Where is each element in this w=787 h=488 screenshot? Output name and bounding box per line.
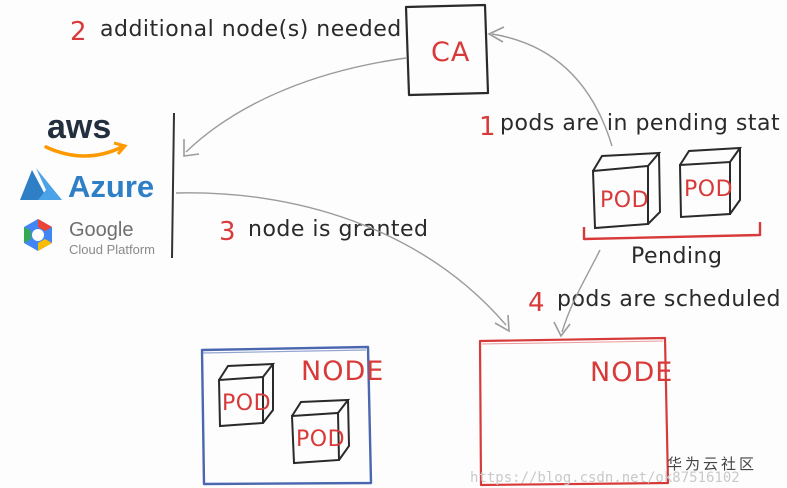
arrow-ca-to-cloud-head [183, 139, 200, 157]
existing-node-label: NODE [301, 356, 384, 387]
arrow-pending-to-node-head [553, 321, 571, 338]
pending-pod-1: POD [591, 151, 662, 230]
arrow-cloud-to-node-line [175, 192, 507, 326]
existing-node-pod-1-label: POD [222, 391, 271, 416]
arrow-pending-to-node [553, 249, 601, 338]
gcp-wordmark: Google [69, 219, 134, 241]
existing-node-outline [200, 345, 373, 486]
pending-pod-2-label: POD [684, 177, 733, 202]
arrow-pending-to-ca-head [487, 26, 505, 43]
aws-logo: aws [44, 108, 128, 158]
step-1-text: pods are in pending stat [500, 111, 780, 136]
new-node-outline [478, 336, 670, 487]
step-4-text: pods are scheduled [557, 287, 781, 312]
existing-node: NODE POD POD [200, 345, 384, 486]
step-1-number: 1 [479, 112, 496, 142]
ca-label: CA [431, 37, 470, 68]
arrow-pending-to-node-line [561, 249, 601, 333]
step-3-number: 3 [219, 217, 236, 247]
aws-smile-arrowhead [113, 141, 128, 155]
step-2-text: additional node(s) needed [100, 17, 402, 42]
new-node: NODE [478, 336, 673, 487]
arrow-cloud-to-node [175, 192, 510, 333]
azure-logo-icon [20, 168, 62, 200]
gcp-hexagon-icon [24, 219, 52, 251]
step-4-label: 4 pods are scheduled [528, 287, 781, 318]
step-2-label: 2 additional node(s) needed [70, 17, 402, 47]
arrow-ca-to-cloud [183, 57, 407, 157]
arrow-ca-to-cloud-line [185, 57, 407, 153]
step-3-text: node is granted [248, 217, 429, 242]
step-1-label: 1 pods are in pending stat [479, 111, 780, 142]
existing-node-pod-2: POD [290, 398, 351, 465]
arrow-pending-to-ca [487, 26, 613, 147]
gcp-logo: Google Cloud Platform [24, 219, 155, 257]
pending-bracket [582, 222, 762, 241]
ca-box-outline [404, 3, 490, 97]
pending-pods: POD POD Pending [582, 146, 762, 269]
gcp-subtitle: Cloud Platform [69, 242, 155, 257]
existing-node-pod-2-label: POD [296, 427, 345, 452]
existing-node-pod-1: POD [217, 362, 276, 428]
aws-smile-arrow-icon [44, 145, 124, 158]
watermark-url: https://blog.csdn.net/ok87516102 [470, 470, 740, 486]
step-2-number: 2 [70, 17, 87, 47]
pending-label: Pending [631, 244, 722, 269]
cloud-providers: aws Azure Google Cloud Platform [20, 108, 175, 259]
ca-box: CA [404, 3, 490, 97]
footer-brand: 华为云社区 [667, 455, 757, 473]
aws-wordmark: aws [47, 108, 111, 146]
arrow-pending-to-ca-line [491, 33, 613, 147]
azure-logo: Azure [20, 168, 154, 204]
new-node-label: NODE [590, 357, 673, 388]
arrow-cloud-to-node-head [494, 314, 510, 333]
pending-pod-2: POD [678, 146, 743, 219]
pending-pod-1-label: POD [600, 188, 649, 213]
cloud-divider [171, 112, 175, 259]
azure-wordmark: Azure [68, 169, 154, 204]
step-4-number: 4 [528, 288, 545, 318]
step-3-label: 3 node is granted [219, 217, 429, 247]
